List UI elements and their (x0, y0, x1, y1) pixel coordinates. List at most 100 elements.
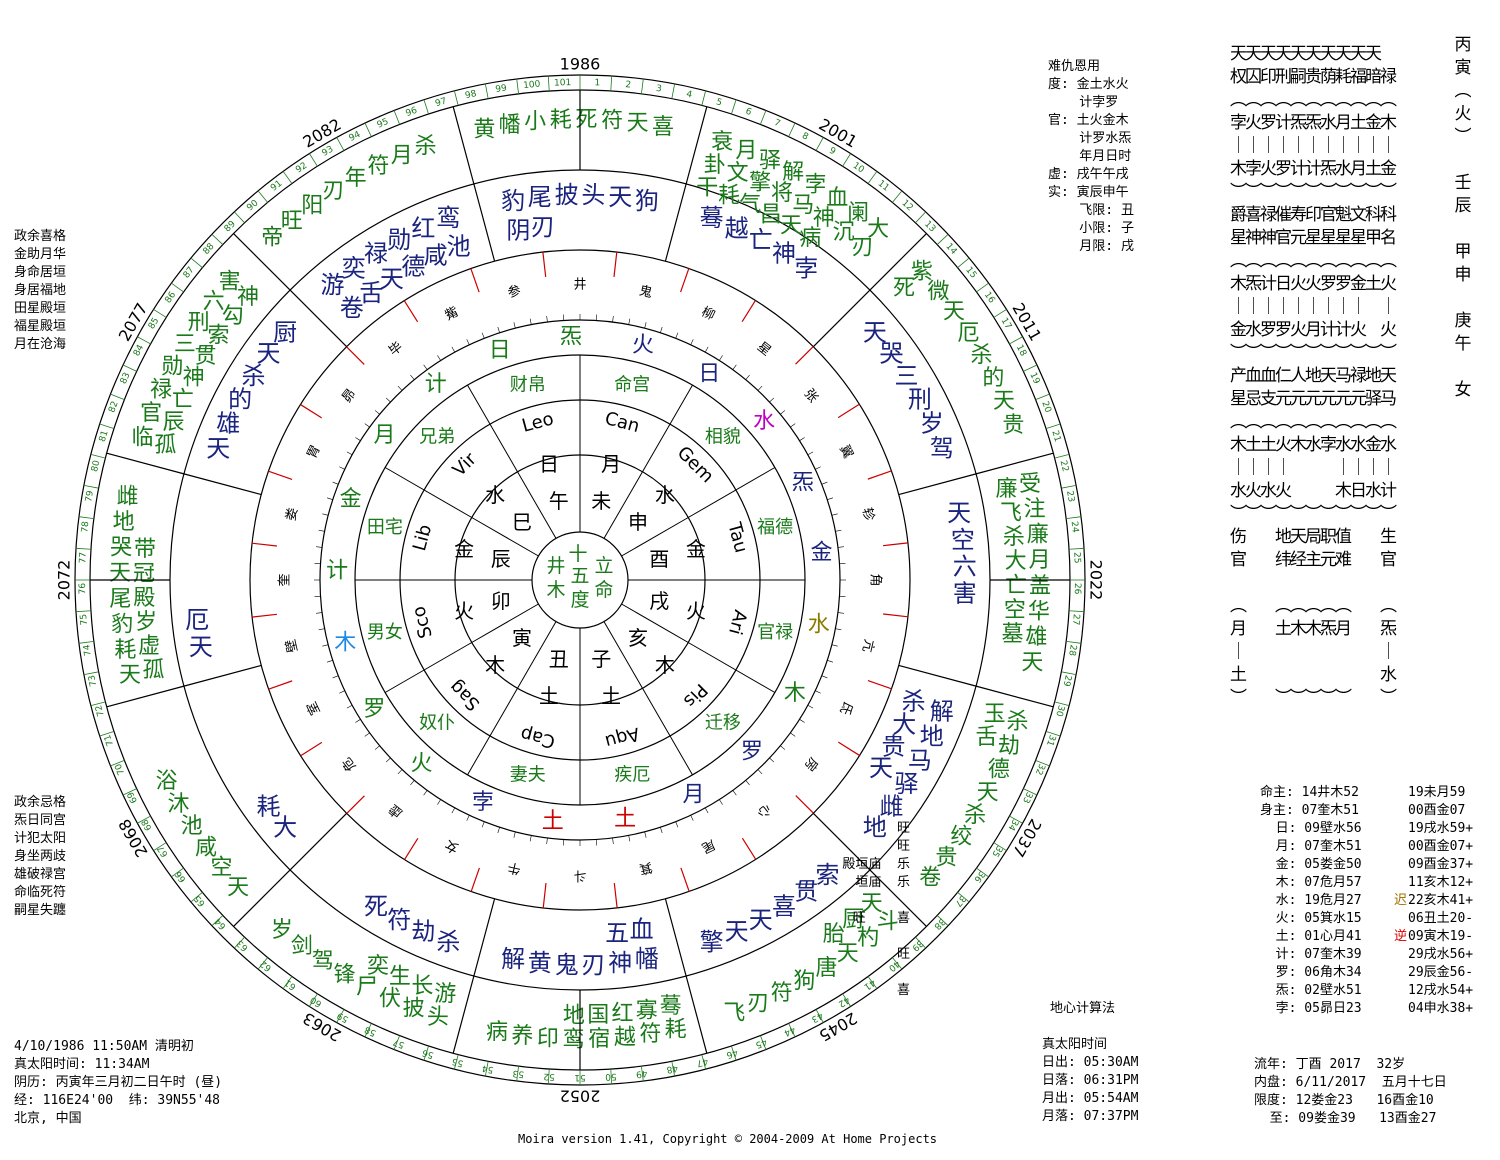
stack-row: 星神神官元星星星星甲名 (1230, 228, 1397, 248)
degree-tick (346, 704, 353, 709)
outer-tick (110, 760, 125, 767)
degree-tick (322, 644, 329, 647)
outer-tick (83, 484, 99, 489)
house-star-main: 头 (581, 181, 605, 209)
inner-spoke (603, 471, 643, 539)
palace-spoke (467, 688, 518, 776)
mansion-tick (542, 252, 547, 278)
house-star-main: 雌 (879, 792, 903, 820)
calc-title: 地心计算法 (1050, 1001, 1116, 1016)
degree-tick (732, 790, 737, 796)
palace-name: 奴仆 (419, 712, 455, 733)
far-right-char: 甲 (1454, 242, 1472, 262)
outer-tick (484, 1061, 489, 1077)
degree-tick (318, 529, 325, 532)
degree-tick (355, 719, 361, 723)
outer-tick (90, 454, 106, 459)
zodiac-sign: Cap (518, 723, 557, 752)
age-number: 55 (451, 1055, 465, 1068)
house-star: 刃 (323, 179, 345, 204)
palace-spoke (642, 688, 693, 776)
age-number: 5 (715, 97, 723, 108)
house-star-main: 狗 (635, 187, 659, 215)
stack-row: 孛火罗计炁炁水月土金木 (1230, 113, 1397, 133)
outer-tick (423, 99, 429, 115)
outer-tick (171, 282, 184, 293)
mansion-label: 亢 (859, 638, 877, 654)
house-star: 带 (134, 537, 156, 562)
outer-tick (153, 842, 167, 851)
outer-tick (484, 83, 489, 99)
planet-glyph: 火 (632, 333, 654, 358)
degree-tick (529, 318, 532, 325)
note-line: 身居福地 (14, 283, 67, 298)
star-palace: 12戌水54+ (1408, 983, 1474, 998)
mansion-label: 牛 (506, 859, 522, 877)
stack-row: ︶ ︶︶︶︶︶ ︶ (1230, 688, 1397, 708)
house-star: 披 (403, 996, 425, 1021)
branch-element: 水 (655, 483, 675, 507)
house-star-main: 解 (930, 698, 954, 726)
house-star: 干 (696, 176, 718, 201)
star-palace: 09寅木19- (1408, 929, 1474, 944)
top-mid-info: 难仇恩用度: 金土水火 计孛罗官: 土火金木 计罗水炁 年月日时虚: 戌午午戌实… (1048, 58, 1134, 256)
mansion-label: 箕 (638, 859, 654, 877)
mansion-tick (741, 300, 756, 322)
house-spoke (473, 898, 496, 977)
star-pos: 木: 07危月57 (1260, 875, 1362, 890)
age-number: 96 (405, 106, 419, 119)
star-pos: 土: 01心月41 (1260, 929, 1362, 944)
planet-glyph: 炁 (560, 325, 582, 350)
house-star-main: 马 (908, 747, 932, 775)
palace-name: 官禄 (757, 622, 793, 643)
outer-tick (1035, 393, 1050, 400)
earthly-branch: 卯 (491, 589, 511, 613)
outer-tick (842, 993, 851, 1007)
stack-row: ︶︶︶︶︶︶︶︶︶︶︶ (1230, 182, 1397, 202)
note-line: 月在沧海 (14, 337, 67, 352)
house-star-main: 神 (608, 949, 632, 977)
house-star: 注 (1024, 497, 1046, 522)
house-star: 六 (203, 289, 225, 314)
house-star-main: 天 (749, 906, 773, 934)
branch-element: 日 (539, 452, 559, 476)
house-star: 伏 (379, 986, 401, 1011)
star-status: 旺 (896, 947, 910, 962)
outer-tick (90, 701, 106, 706)
stack-row: ︵ ︵︵︵︵︵ ︵ (1230, 596, 1397, 616)
house-star: 年 (345, 166, 367, 191)
outer-tick (842, 153, 851, 167)
mansion-label: 角 (868, 573, 883, 586)
sun-line: 日出: 05:30AM (1042, 1055, 1139, 1070)
degree-tick (704, 807, 709, 814)
planet-glyph: 月 (683, 782, 705, 807)
outer-tick (1009, 815, 1023, 824)
stack-row: 木孛火罗计计炁水月土金 (1230, 159, 1397, 179)
outer-tick (171, 867, 184, 878)
degree-tick (397, 385, 403, 391)
house-star-main: 驿 (894, 770, 918, 798)
mansion-label: 室 (304, 699, 324, 718)
far-right-char (1452, 356, 1474, 379)
zodiac-sign: Tau (723, 519, 751, 555)
house-star: 宿 (588, 1027, 610, 1052)
ring-circle (249, 249, 911, 911)
age-number: 54 (481, 1062, 494, 1074)
age-number: 28 (1066, 644, 1078, 657)
house-star-main: 越 (725, 214, 749, 242)
zodiac-sign: Sco (408, 604, 437, 641)
age-number: 44 (782, 1024, 797, 1038)
house-star: 墓 (1002, 622, 1024, 647)
age-number: 75 (79, 613, 90, 625)
mansion-tick (741, 837, 757, 860)
far-right-char: ︵ (1454, 81, 1472, 101)
outer-tick (1054, 701, 1070, 706)
age-number: 23 (1064, 490, 1076, 503)
house-star-main: 厨 (273, 319, 297, 347)
age-number: 20 (1039, 400, 1052, 414)
degree-tick (497, 827, 500, 834)
house-star: 廉 (995, 477, 1017, 502)
center-text: 井 (546, 555, 565, 577)
age-number: 53 (512, 1067, 525, 1078)
degree-tick (385, 757, 391, 763)
